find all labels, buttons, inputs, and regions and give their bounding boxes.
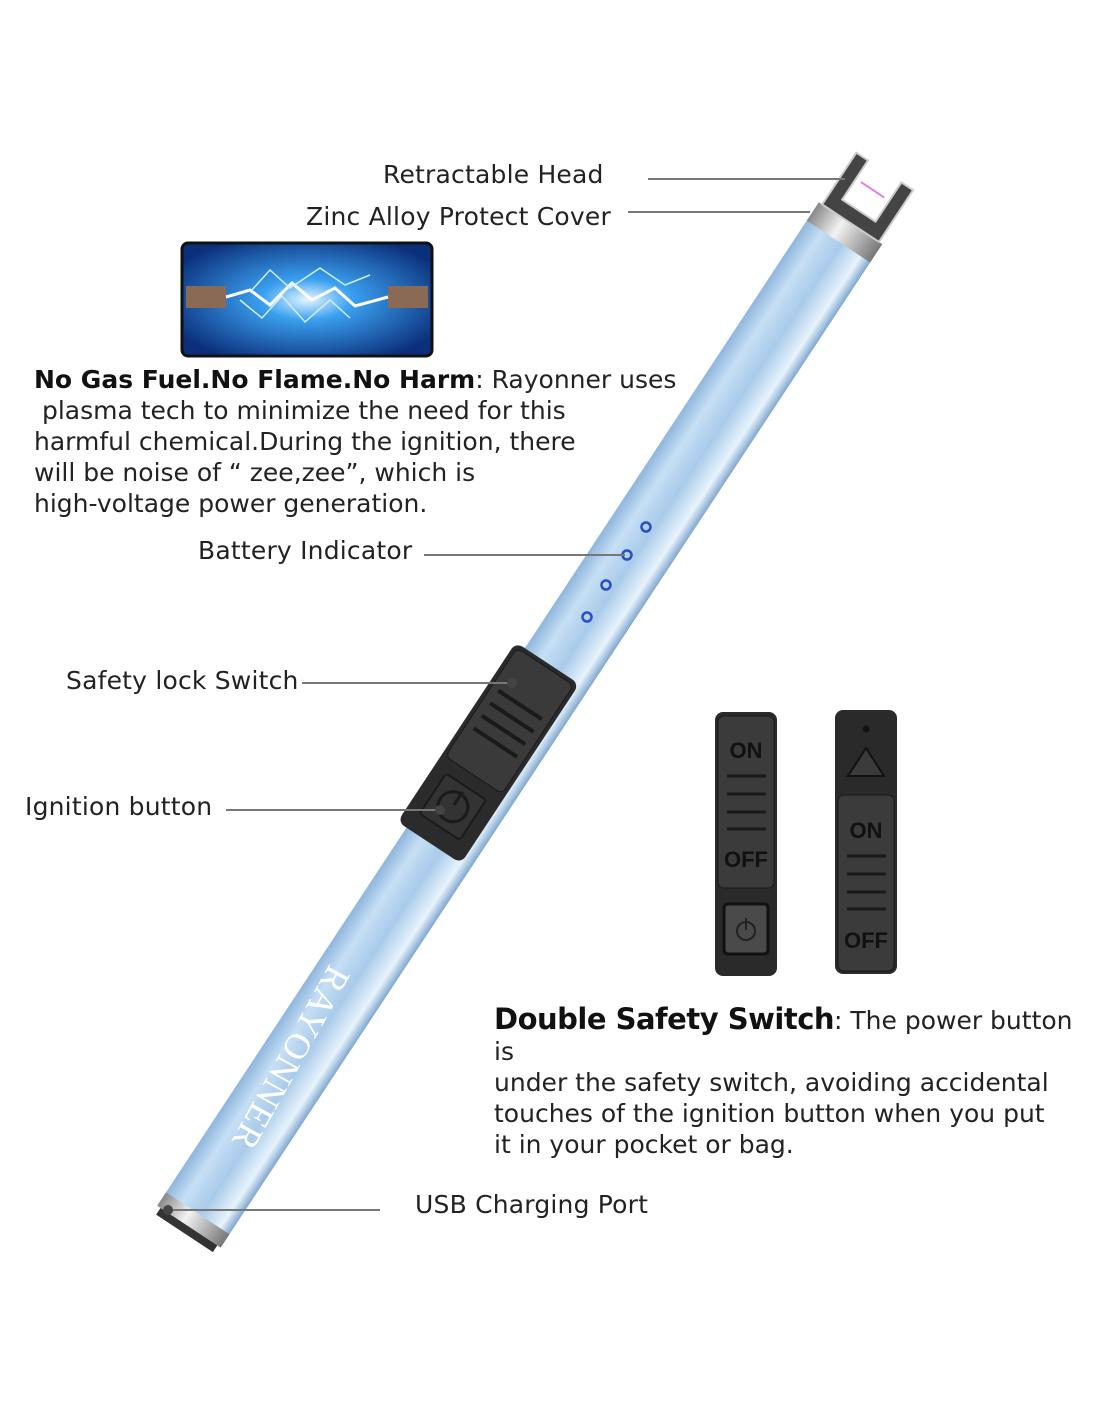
switch-on-label: ON <box>730 738 763 763</box>
label-usb-port: USB Charging Port <box>415 1190 649 1219</box>
switch-off-label: OFF <box>844 928 888 953</box>
leader-lines <box>168 178 845 1211</box>
feature-safety-title: Double Safety Switch <box>494 1002 835 1036</box>
switch-detail-unlocked: ON OFF <box>715 712 777 976</box>
zinc-cover <box>806 202 883 263</box>
switch-detail-locked: ON OFF <box>835 710 897 974</box>
feature-safety-description: Double Safety Switch: The power button i… <box>494 1002 1073 1160</box>
label-zinc-cover: Zinc Alloy Protect Cover <box>306 202 611 231</box>
switch-on-label: ON <box>850 818 883 843</box>
switch-off-label: OFF <box>724 847 768 872</box>
feature-plasma-description: No Gas Fuel.No Flame.No Harm: Rayonner u… <box>34 365 677 518</box>
safety-switch-on-body[interactable] <box>397 642 579 863</box>
usb-port-end <box>157 1192 230 1248</box>
plasma-arc-image <box>180 241 434 358</box>
retractable-head <box>820 151 915 244</box>
feature-plasma-title: No Gas Fuel.No Flame.No Harm <box>34 365 476 394</box>
label-battery-indicator: Battery Indicator <box>198 536 413 565</box>
label-safety-lock: Safety lock Switch <box>66 666 299 695</box>
label-ignition-button: Ignition button <box>25 792 213 821</box>
ignition-button <box>419 773 486 840</box>
label-retractable-head: Retractable Head <box>383 160 604 189</box>
